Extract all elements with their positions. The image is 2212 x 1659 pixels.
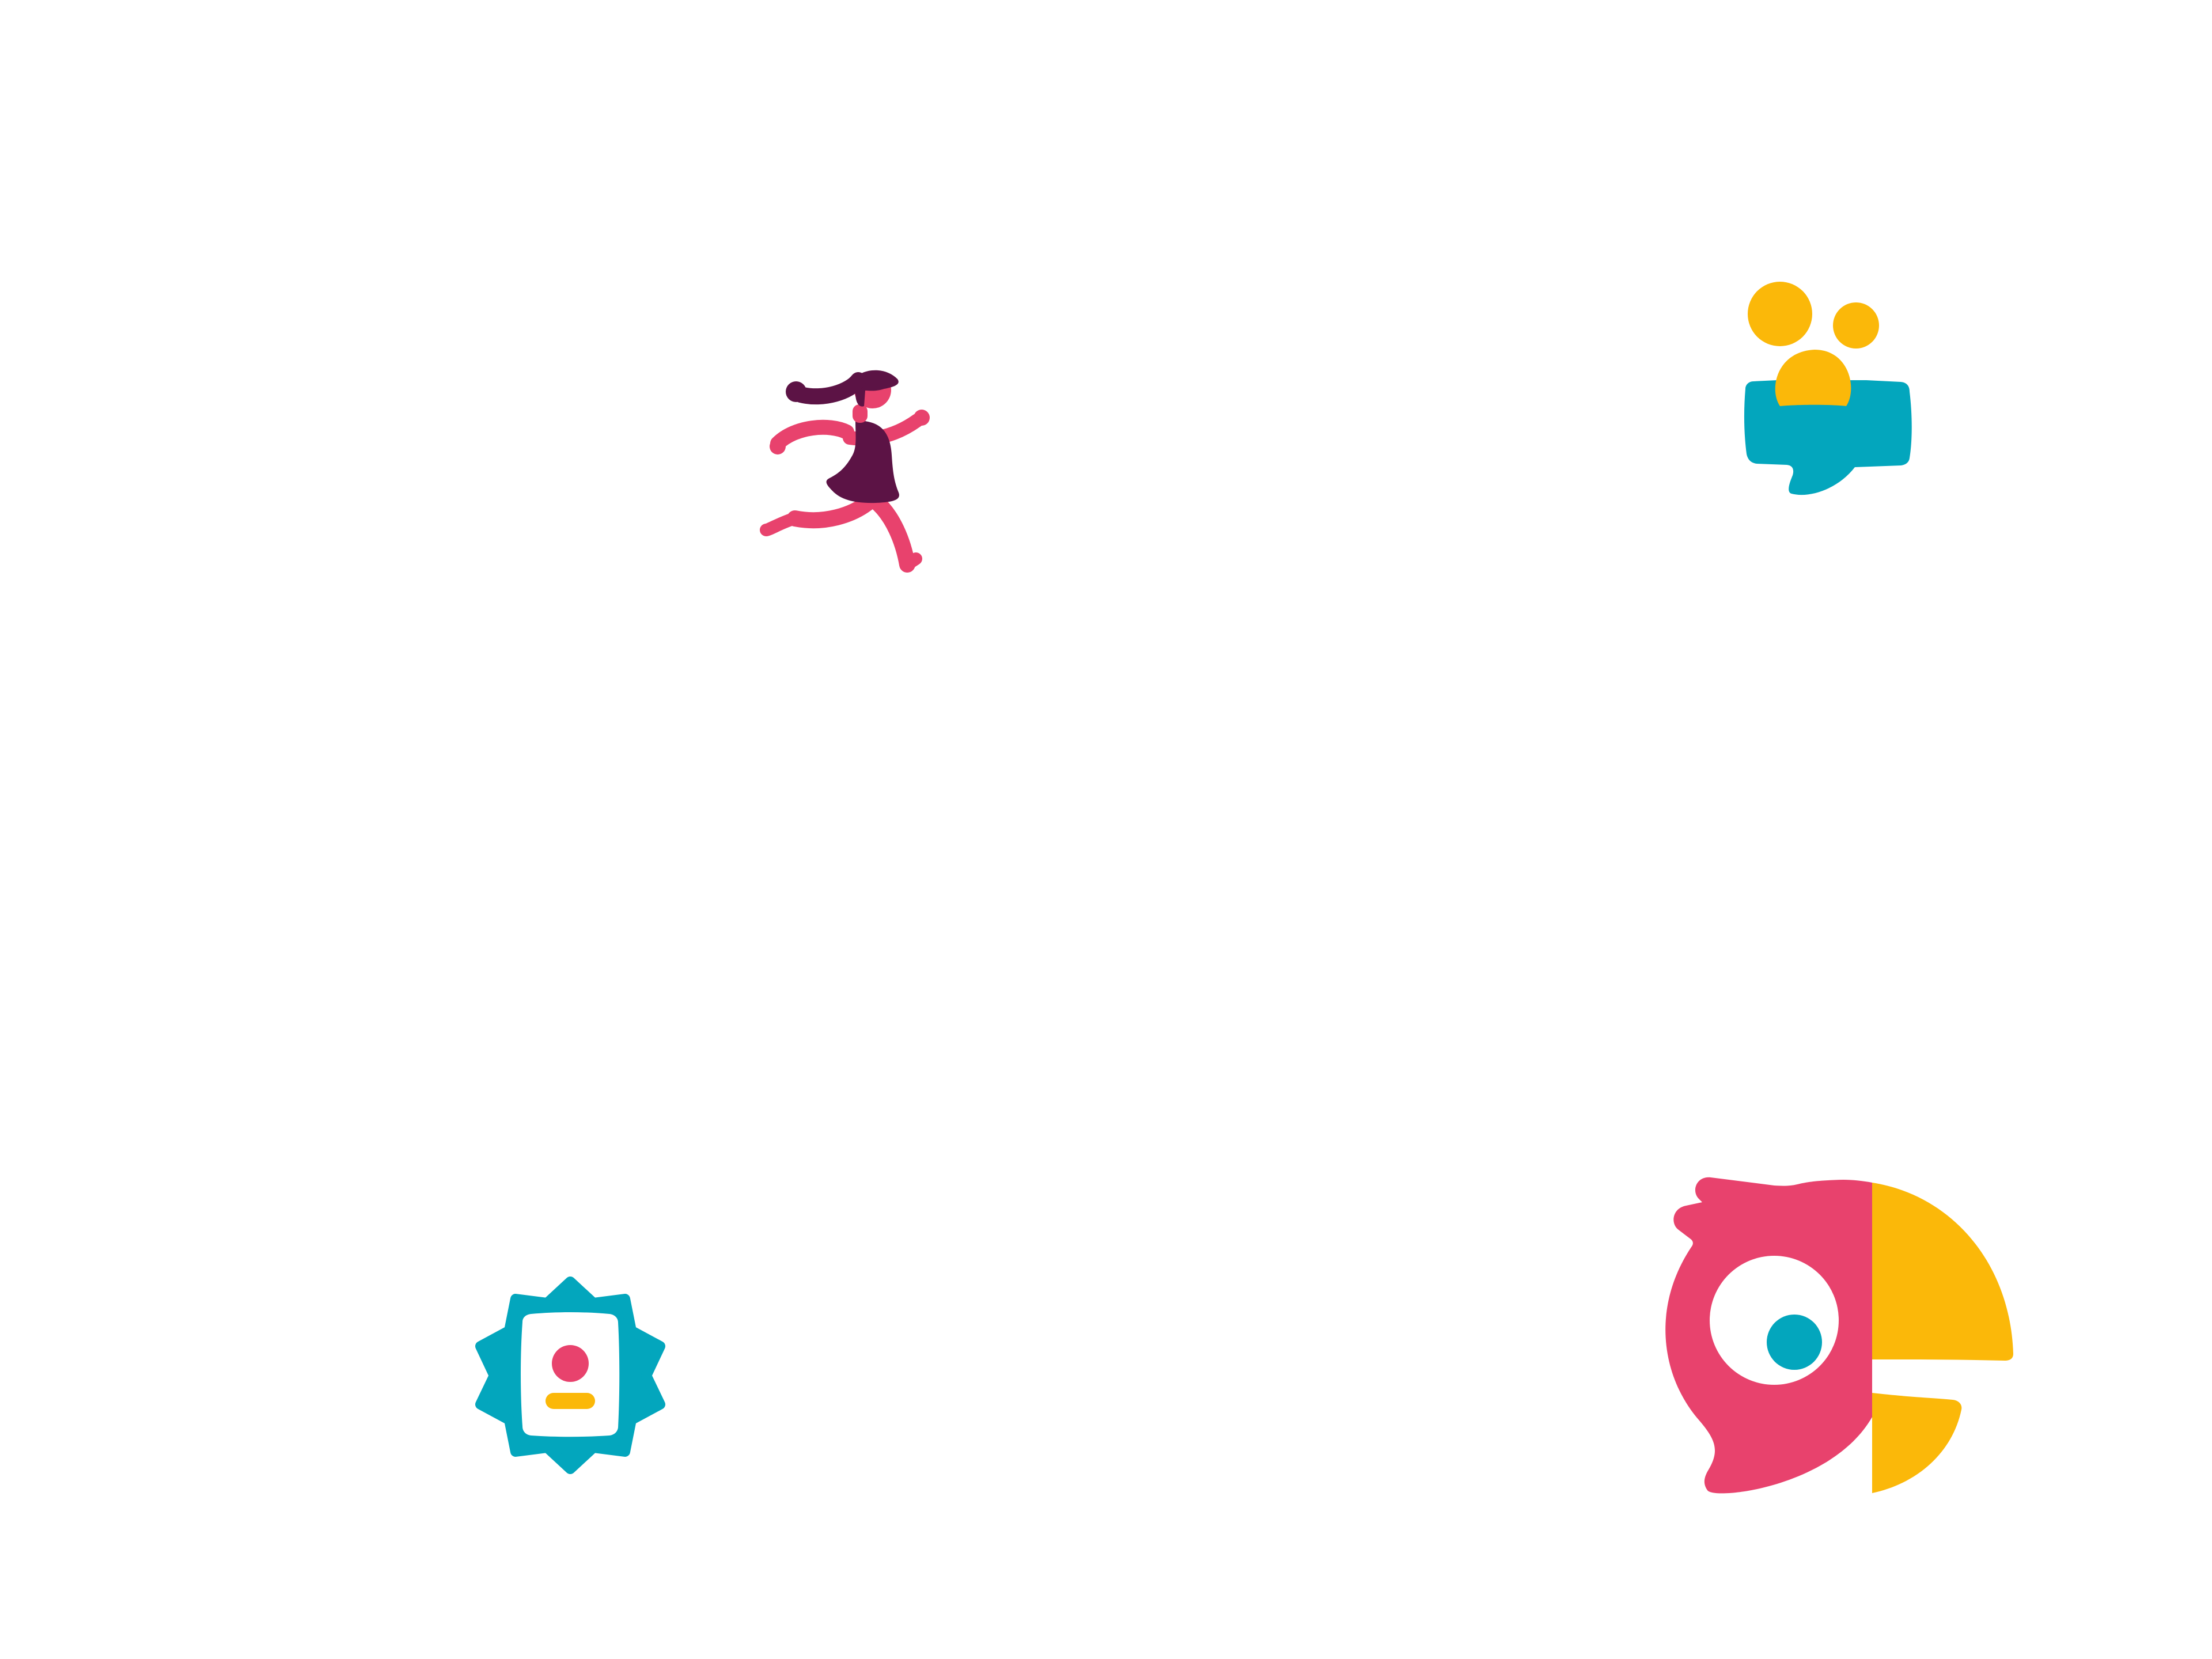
running-girl-icon — [760, 370, 930, 573]
group-chat-icon — [1744, 282, 1912, 495]
id-badge-icon — [475, 1277, 665, 1474]
parrot-icon — [1665, 1177, 2013, 1494]
